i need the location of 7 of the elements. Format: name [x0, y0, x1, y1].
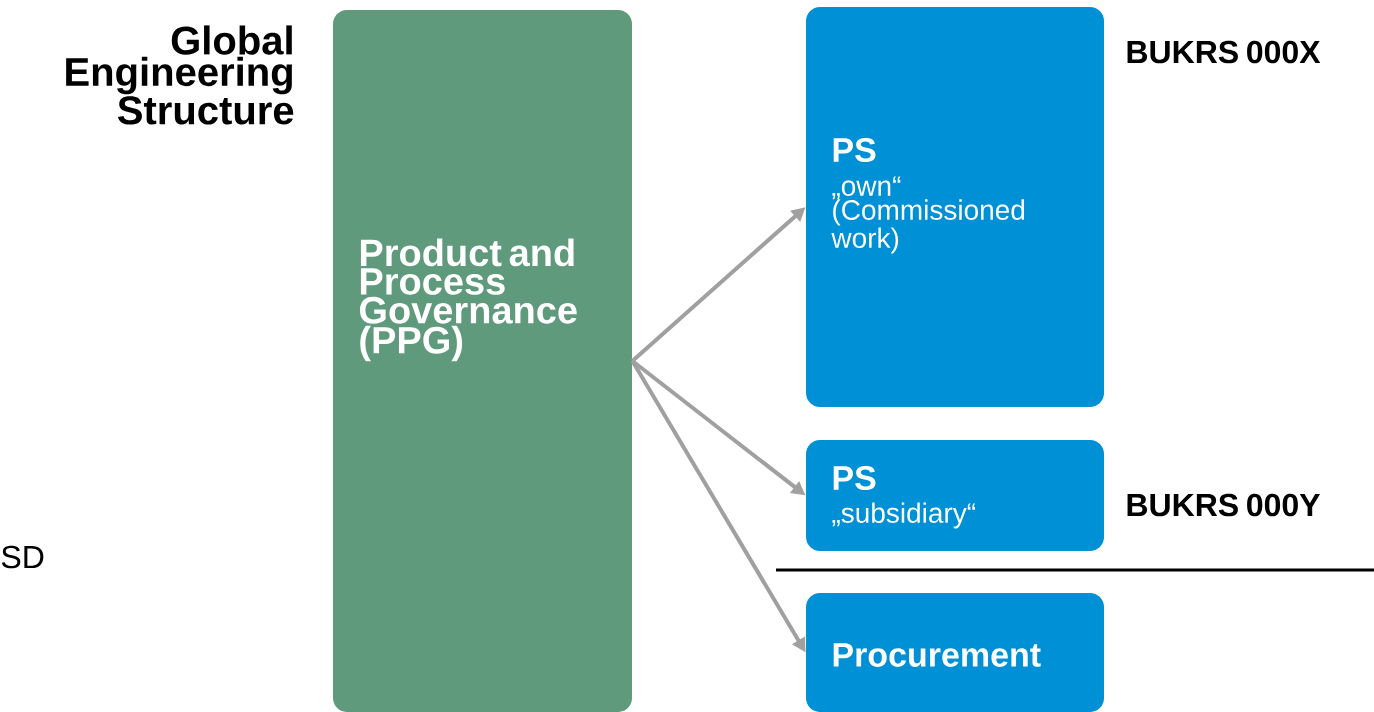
process-box: Procurement — [806, 593, 1104, 712]
governance-box: Product and Process Governance (PPG) — [333, 10, 632, 712]
structure-heading: Global Engineering Structure — [66, 25, 294, 125]
process-box: PS „own“ (Commissioned work) — [806, 7, 1104, 407]
side-label: SD — [1, 545, 44, 569]
company-code-label: BUKRS 000Y — [1127, 493, 1321, 517]
process-box: PS „subsidiary“ — [806, 440, 1104, 551]
